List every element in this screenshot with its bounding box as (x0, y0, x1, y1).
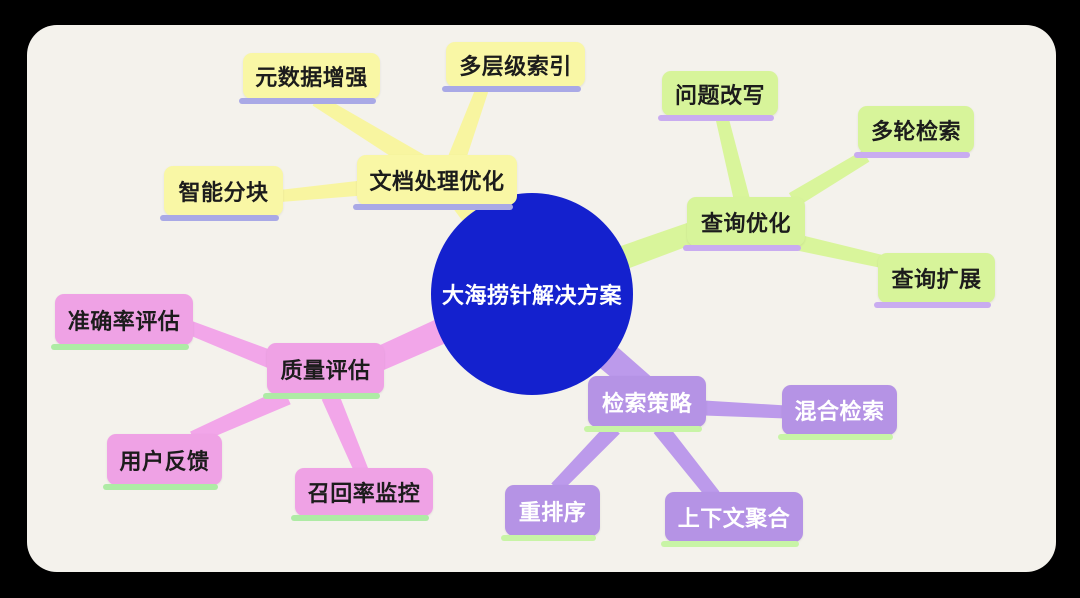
node-user-feedback[interactable]: 用户反馈 (103, 434, 222, 490)
node-underline (442, 86, 581, 92)
node-underline (353, 204, 513, 210)
node-label: 质量评估 (280, 357, 371, 383)
node-underline (854, 152, 970, 158)
node-label: 查询扩展 (891, 267, 982, 292)
node-query-expansion[interactable]: 查询扩展 (874, 253, 995, 308)
node-underline (661, 541, 799, 547)
node-underline (239, 98, 376, 104)
node-label: 查询优化 (700, 210, 791, 236)
node-label: 多层级索引 (459, 53, 572, 79)
node-label: 检索策略 (601, 390, 692, 416)
node-underline (874, 302, 991, 308)
node-label: 问题改写 (674, 82, 765, 108)
node-underline (103, 484, 218, 490)
node-doc-processing[interactable]: 文档处理优化 (353, 155, 517, 210)
node-accuracy-evaluation[interactable]: 准确率评估 (51, 294, 193, 350)
node-query-optimization[interactable]: 查询优化 (683, 197, 805, 251)
node-label: 智能分块 (178, 180, 269, 205)
node-underline (160, 215, 279, 221)
node-label: 用户反馈 (119, 448, 210, 474)
node-question-rewrite[interactable]: 问题改写 (658, 71, 778, 121)
node-underline (501, 535, 596, 541)
node-label: 文档处理优化 (369, 169, 505, 194)
node-hybrid-retrieval[interactable]: 混合检索 (778, 385, 897, 440)
root-node[interactable]: 大海捞针解决方案 (431, 193, 633, 395)
node-metadata-enhancement[interactable]: 元数据增强 (239, 53, 380, 104)
node-multi-round-retrieval[interactable]: 多轮检索 (854, 106, 974, 158)
node-smart-chunking[interactable]: 智能分块 (160, 166, 283, 221)
node-underline (683, 245, 801, 251)
node-label: 召回率监控 (307, 481, 421, 506)
node-label: 上下文聚合 (677, 506, 791, 531)
node-context-aggregation[interactable]: 上下文聚合 (661, 492, 803, 547)
node-label: 混合检索 (794, 399, 885, 424)
node-retrieval-strategy[interactable]: 检索策略 (584, 376, 706, 432)
node-underline (51, 344, 189, 350)
node-underline (263, 393, 380, 399)
node-quality-evaluation[interactable]: 质量评估 (263, 343, 384, 399)
node-rerank[interactable]: 重排序 (501, 485, 600, 541)
node-label: 元数据增强 (255, 65, 368, 90)
node-multilevel-index[interactable]: 多层级索引 (442, 42, 585, 92)
node-underline (291, 515, 429, 521)
node-label: 重排序 (518, 499, 587, 525)
node-label: 准确率评估 (67, 308, 181, 334)
node-underline (658, 115, 774, 121)
node-underline (584, 426, 702, 432)
root-node-label: 大海捞针解决方案 (441, 283, 622, 308)
node-recall-monitoring[interactable]: 召回率监控 (291, 468, 433, 521)
node-underline (778, 434, 893, 440)
node-label: 多轮检索 (870, 118, 961, 144)
